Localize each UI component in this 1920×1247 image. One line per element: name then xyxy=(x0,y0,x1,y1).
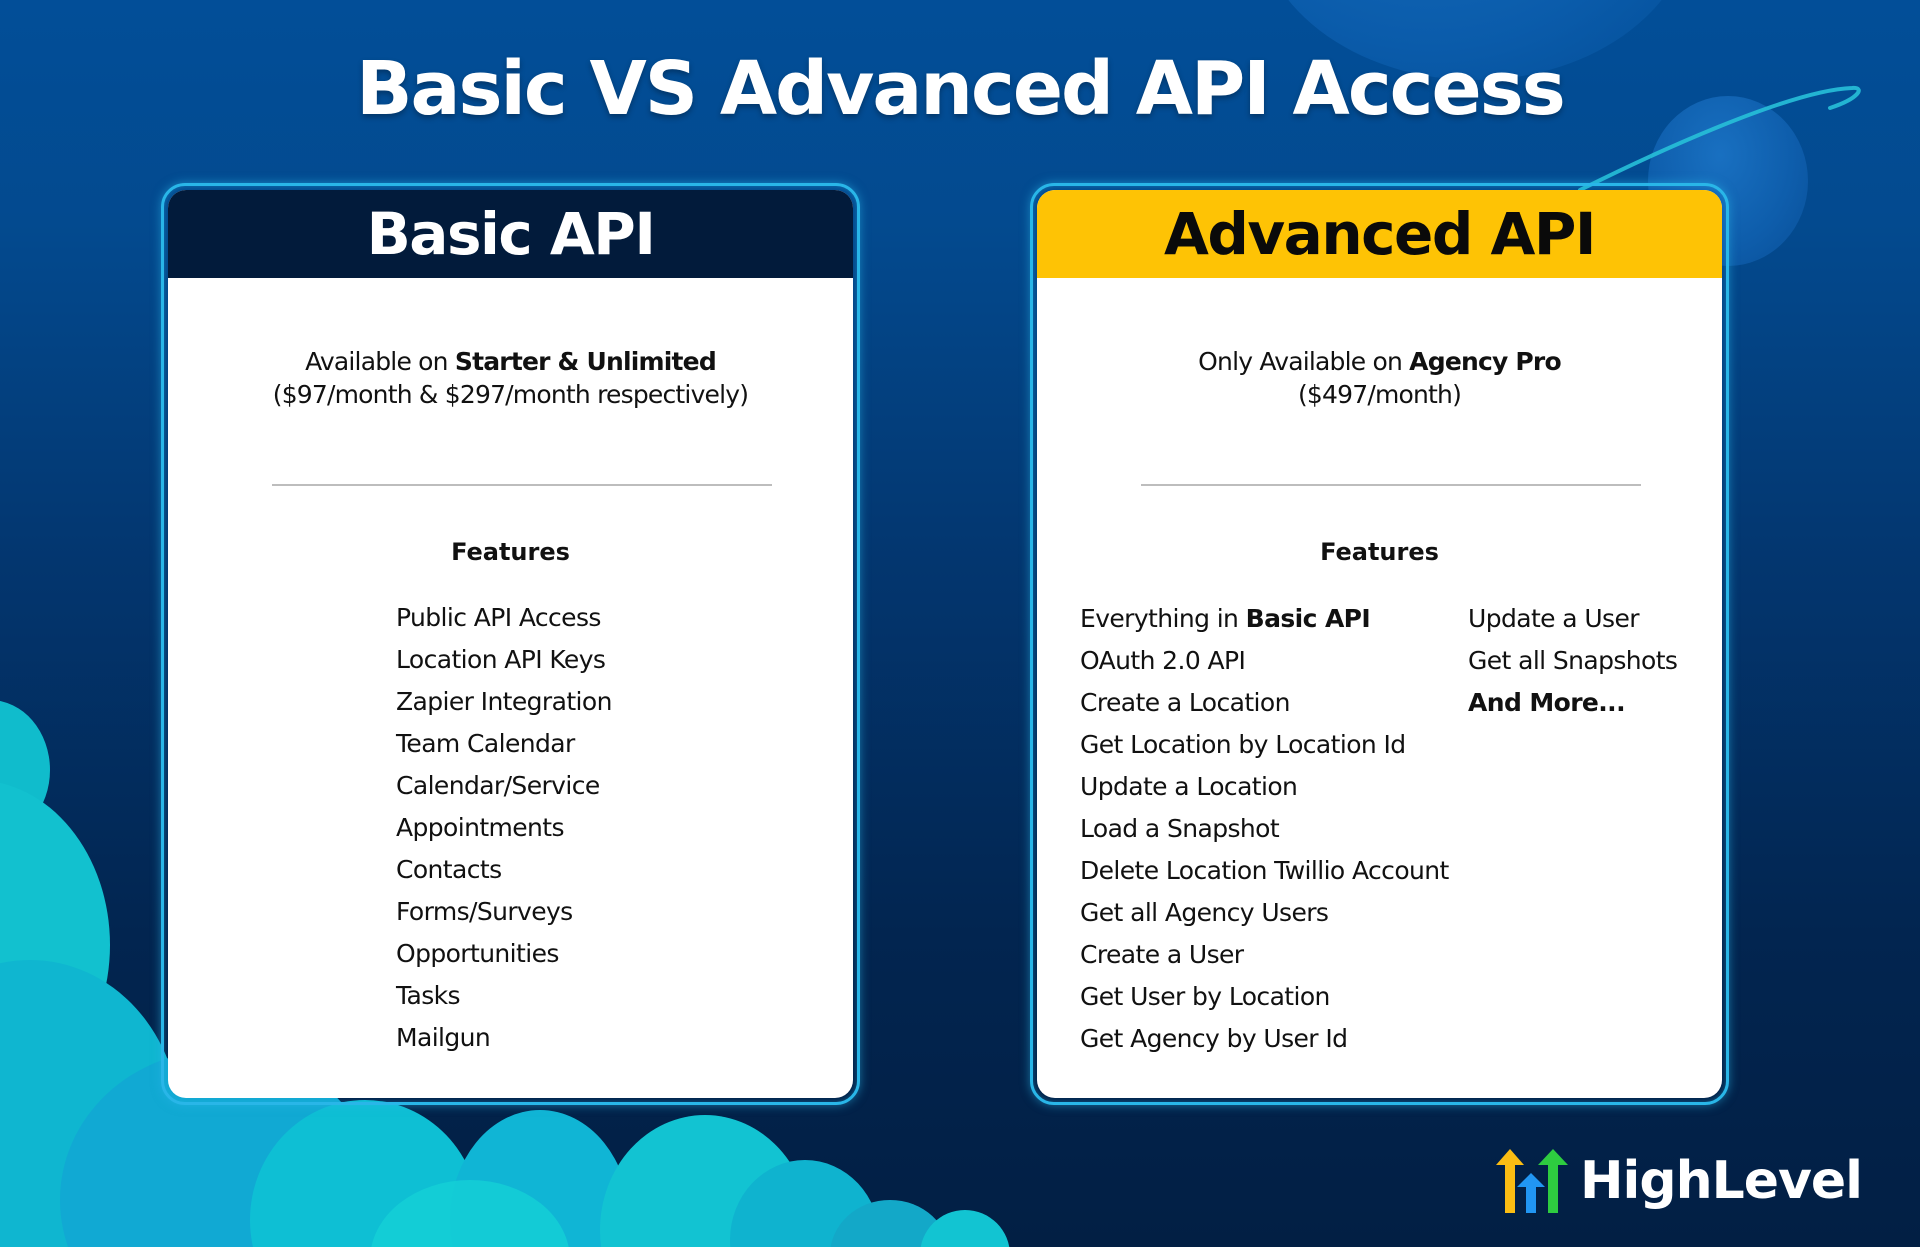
logo-text: HighLevel xyxy=(1580,1151,1863,1211)
feature-item: Get User by Location xyxy=(1080,982,1330,1011)
feature-item: Opportunities xyxy=(396,939,559,968)
basic-divider xyxy=(272,484,772,486)
feature-item: Update a Location xyxy=(1080,772,1298,801)
feature-item: Delete Location Twillio Account xyxy=(1080,856,1449,885)
advanced-feature-list-col1: Everything in Basic API OAuth 2.0 API Cr… xyxy=(1080,598,1449,1060)
feature-item: Contacts xyxy=(396,855,502,884)
advanced-feature-list-col2: Update a User Get all Snapshots And More… xyxy=(1468,598,1678,724)
basic-availability: Available on Starter & Unlimited ($97/mo… xyxy=(168,345,853,411)
feature-item: Get all Snapshots xyxy=(1468,646,1678,675)
feature-item: Tasks xyxy=(396,981,461,1010)
feature-item: Get all Agency Users xyxy=(1080,898,1329,927)
basic-api-card: Basic API Available on Starter & Unlimit… xyxy=(161,183,860,1105)
and-more-label: And More... xyxy=(1468,688,1626,717)
cloud-decoration xyxy=(920,1210,1010,1247)
feature-item: Public API Access xyxy=(396,603,601,632)
highlevel-logo: HighLevel xyxy=(1494,1147,1863,1215)
advanced-availability-price: ($497/month) xyxy=(1297,380,1462,409)
advanced-divider xyxy=(1141,484,1641,486)
advanced-availability: Only Available on Agency Pro ($497/month… xyxy=(1037,345,1722,411)
cloud-decoration xyxy=(0,960,180,1247)
advanced-features-heading: Features xyxy=(1320,538,1439,566)
advanced-api-card-body: Advanced API Only Available on Agency Pr… xyxy=(1037,190,1722,1098)
cloud-decoration xyxy=(0,780,110,1110)
basic-availability-prefix: Available on xyxy=(305,347,455,376)
three-arrows-up-icon xyxy=(1496,1149,1568,1213)
cloud-decoration xyxy=(0,700,50,840)
basic-availability-price: ($97/month & $297/month respectively) xyxy=(272,380,749,409)
basic-availability-plans: Starter & Unlimited xyxy=(454,347,717,376)
cloud-decoration xyxy=(250,1100,480,1247)
feature-item: Create a Location xyxy=(1080,688,1290,717)
advanced-availability-plans: Agency Pro xyxy=(1409,347,1561,376)
feature-item-bold: Basic API xyxy=(1245,604,1371,633)
cloud-decoration xyxy=(730,1160,880,1247)
feature-item: Mailgun xyxy=(396,1023,491,1052)
feature-item: Appointments xyxy=(396,813,565,842)
basic-features-heading: Features xyxy=(451,538,570,566)
cloud-decoration xyxy=(600,1115,810,1247)
feature-item: Get Agency by User Id xyxy=(1080,1024,1348,1053)
advanced-availability-prefix: Only Available on xyxy=(1198,347,1410,376)
feature-item: Get Location by Location Id xyxy=(1080,730,1406,759)
feature-item: OAuth 2.0 API xyxy=(1080,646,1246,675)
basic-api-card-body: Basic API Available on Starter & Unlimit… xyxy=(168,190,853,1098)
feature-item-prefix: Everything in xyxy=(1080,604,1246,633)
advanced-api-card: Advanced API Only Available on Agency Pr… xyxy=(1030,183,1729,1105)
feature-item: Location API Keys xyxy=(396,645,606,674)
feature-item: Calendar/Service xyxy=(396,771,600,800)
page-title: Basic VS Advanced API Access xyxy=(356,46,1566,132)
advanced-api-header: Advanced API xyxy=(1037,190,1722,278)
feature-item: Create a User xyxy=(1080,940,1244,969)
cloud-decoration xyxy=(450,1110,630,1247)
feature-item: Load a Snapshot xyxy=(1080,814,1280,843)
feature-item: Team Calendar xyxy=(396,729,575,758)
basic-api-header: Basic API xyxy=(168,190,853,278)
feature-item: Update a User xyxy=(1468,604,1640,633)
cloud-decoration xyxy=(370,1180,570,1247)
feature-item: Everything in Basic API xyxy=(1080,598,1449,640)
basic-feature-list: Public API Access Location API Keys Zapi… xyxy=(396,597,612,1059)
feature-item-more: And More... xyxy=(1468,682,1677,724)
feature-item: Zapier Integration xyxy=(396,687,612,716)
cloud-decoration xyxy=(830,1200,950,1247)
feature-item: Forms/Surveys xyxy=(396,897,573,926)
